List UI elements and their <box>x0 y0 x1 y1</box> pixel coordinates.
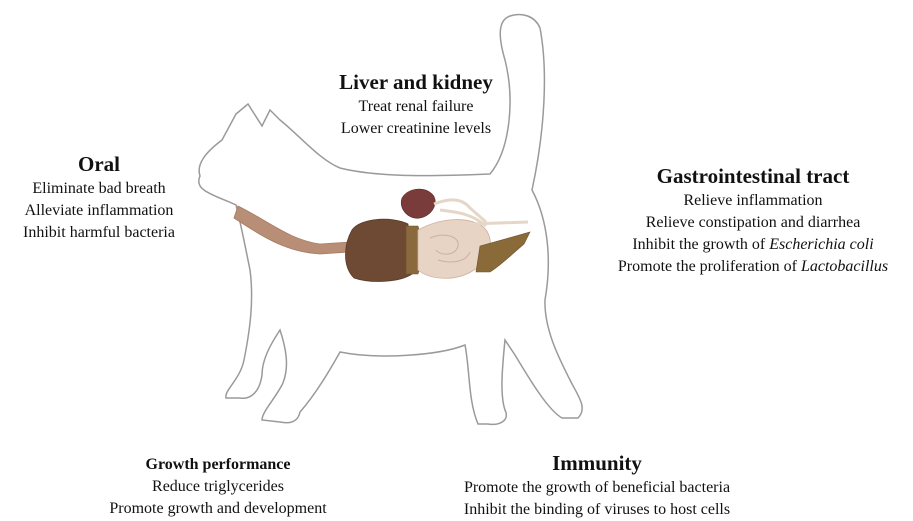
gastrointestinal-title: Gastrointestinal tract <box>598 164 908 188</box>
oral-benefit: Inhibit harmful bacteria <box>2 222 196 244</box>
liver-kidney-benefit: Treat renal failure <box>296 96 536 118</box>
liver-kidney-block: Liver and kidney Treat renal failure Low… <box>296 70 536 140</box>
benefit-text: Inhibit the growth of <box>632 236 769 253</box>
benefit-text: Promote the proliferation of <box>618 258 801 275</box>
species-name: Lactobacillus <box>801 258 888 275</box>
oral-block: Oral Eliminate bad breath Alleviate infl… <box>2 152 196 244</box>
gastrointestinal-benefit: Relieve constipation and diarrhea <box>598 212 908 234</box>
esophagus-shape <box>234 206 350 254</box>
gastrointestinal-benefit: Inhibit the growth of Escherichia coli <box>598 234 908 256</box>
immunity-benefit: Inhibit the binding of viruses to host c… <box>432 499 762 521</box>
liver-shape <box>346 219 413 281</box>
immunity-block: Immunity Promote the growth of beneficia… <box>432 451 762 521</box>
species-name: Escherichia coli <box>769 236 873 253</box>
kidney-shape <box>401 189 435 218</box>
growth-performance-block: Growth performance Reduce triglycerides … <box>86 455 350 520</box>
liver-kidney-benefit: Lower creatinine levels <box>296 118 536 140</box>
gastrointestinal-block: Gastrointestinal tract Relieve inflammat… <box>598 164 908 278</box>
immunity-title: Immunity <box>432 451 762 475</box>
growth-performance-benefit: Reduce triglycerides <box>86 476 350 498</box>
immunity-benefit: Promote the growth of beneficial bacteri… <box>432 477 762 499</box>
growth-performance-benefit: Promote growth and development <box>86 498 350 520</box>
oral-benefit: Eliminate bad breath <box>2 178 196 200</box>
growth-performance-title: Growth performance <box>86 455 350 475</box>
liver-kidney-title: Liver and kidney <box>296 70 536 94</box>
gastrointestinal-benefit: Promote the proliferation of Lactobacill… <box>598 256 908 278</box>
oral-title: Oral <box>2 152 196 176</box>
gastrointestinal-benefit: Relieve inflammation <box>598 190 908 212</box>
oral-benefit: Alleviate inflammation <box>2 200 196 222</box>
